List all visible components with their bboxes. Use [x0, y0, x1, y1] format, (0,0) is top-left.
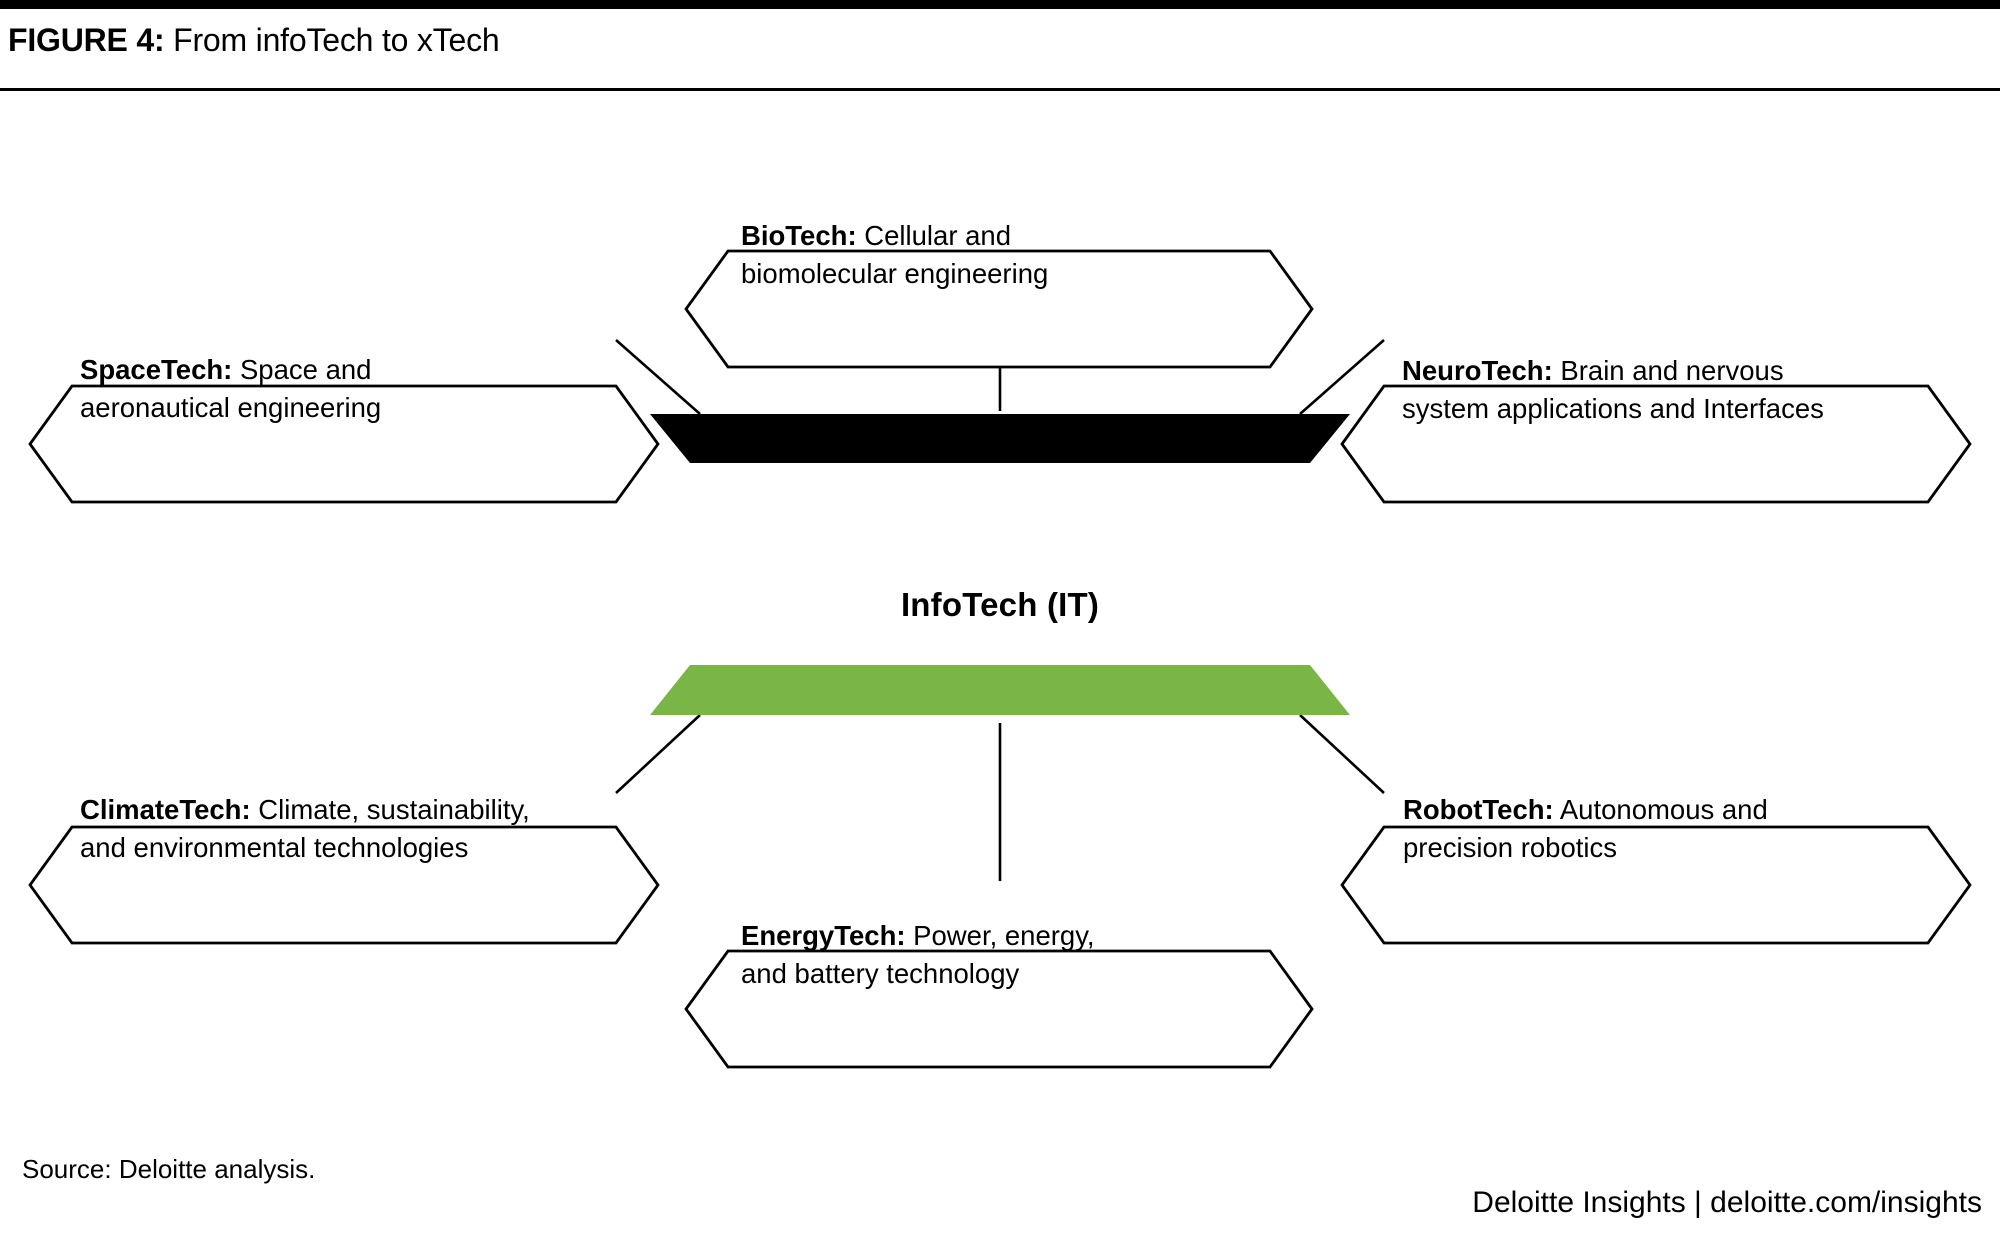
callout-climatetech-line2: and environmental technologies [80, 832, 469, 863]
connector-spacetech [615, 339, 701, 415]
source-note: Source: Deloitte analysis. [22, 1154, 316, 1184]
callout-climatetech-line1: ClimateTech: Climate, sustainability, [80, 791, 530, 829]
callout-shape-climatetech [28, 825, 660, 945]
connector-robottech [1299, 714, 1385, 794]
callout-spacetech-line1: SpaceTech: Space and [80, 351, 381, 389]
callout-neurotech-line2: system applications and Interfaces [1402, 393, 1824, 424]
callout-biotech-desc1: Cellular and [856, 220, 1012, 251]
callout-spacetech-line2: aeronautical engineering [80, 392, 382, 423]
callout-shape-energytech [684, 949, 1314, 1069]
callout-robottech: RobotTech: Autonomous and precision robo… [1403, 791, 1768, 867]
core-infotech-label: InfoTech (IT) [900, 586, 1100, 623]
callout-neurotech-desc1: Brain and nervous [1552, 355, 1784, 386]
callout-energytech-name: EnergyTech: [741, 920, 906, 951]
callout-energytech: EnergyTech: Power, energy, and battery t… [741, 917, 1095, 993]
callout-biotech: BioTech: Cellular and biomolecular engin… [741, 217, 1048, 293]
callout-neurotech-line1: NeuroTech: Brain and nervous [1402, 352, 1824, 390]
core-top-trapezoid [650, 414, 1350, 463]
callout-spacetech: SpaceTech: Space and aeronautical engine… [80, 351, 381, 427]
callout-robottech-line2: precision robotics [1403, 832, 1617, 863]
callout-robottech-name: RobotTech: [1403, 794, 1554, 825]
callout-biotech-name: BioTech: [741, 220, 857, 251]
callout-shapes [28, 249, 1972, 1069]
callout-neurotech-name: NeuroTech: [1402, 355, 1553, 386]
callout-climatetech: ClimateTech: Climate, sustainability, an… [80, 791, 530, 867]
callout-neurotech: NeuroTech: Brain and nervous system appl… [1402, 352, 1824, 428]
connector-climatetech [615, 714, 701, 794]
diagram-canvas: BioTech: Cellular and biomolecular engin… [0, 91, 2000, 1131]
callout-shape-robottech [1340, 825, 1972, 945]
deloitte-insights-brand: Deloitte Insights | deloitte.com/insight… [1472, 1186, 1982, 1219]
callout-spacetech-desc1: Space and [232, 354, 372, 385]
figure-title-label: From infoTech to xTech [164, 21, 500, 58]
callout-climatetech-name: ClimateTech: [80, 794, 251, 825]
connector-lines [615, 251, 1385, 881]
callout-robottech-line1: RobotTech: Autonomous and [1403, 791, 1768, 829]
callout-robottech-desc1: Autonomous and [1553, 794, 1768, 825]
callout-energytech-line1: EnergyTech: Power, energy, [741, 917, 1095, 955]
callout-shape-neurotech [1340, 384, 1972, 504]
figure-number-label: FIGURE 4: [8, 21, 165, 58]
connector-neurotech [1299, 339, 1385, 415]
callout-shape-spacetech [28, 384, 660, 504]
core-bottom-trapezoid [650, 665, 1350, 715]
callout-shape-biotech [684, 249, 1314, 369]
figure-title-bar: FIGURE 4: From infoTech to xTech [0, 9, 2000, 71]
callout-spacetech-name: SpaceTech: [80, 354, 233, 385]
callout-biotech-line2: biomolecular engineering [741, 258, 1049, 289]
title-divider [0, 88, 2000, 91]
callout-climatetech-desc1: Climate, sustainability, [250, 794, 530, 825]
top-black-rule [0, 0, 2000, 9]
callout-biotech-line1: BioTech: Cellular and [741, 217, 1048, 255]
callout-energytech-desc1: Power, energy, [905, 920, 1095, 951]
page-title: FIGURE 4: From infoTech to xTech [0, 22, 500, 59]
callout-energytech-line2: and battery technology [741, 958, 1020, 989]
